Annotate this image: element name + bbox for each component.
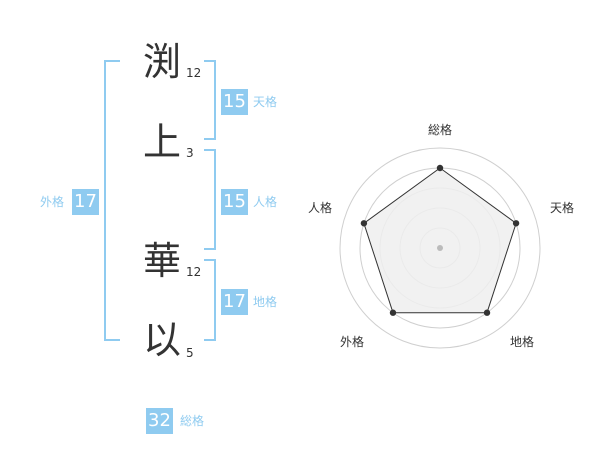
radar-label-soukaku: 総格 bbox=[428, 122, 452, 137]
radar-polygon bbox=[363, 167, 517, 314]
tenkaku-badge: 15 bbox=[221, 89, 248, 115]
radar-label-jinkaku: 人格 bbox=[308, 200, 332, 215]
tenkaku-label: 天格 bbox=[253, 95, 278, 109]
soukaku-badge: 32 bbox=[146, 408, 173, 434]
chikaku-bracket bbox=[204, 259, 216, 341]
gaikaku-bracket bbox=[104, 60, 120, 341]
radar-points bbox=[360, 164, 520, 316]
radar-label-chikaku: 地格 bbox=[510, 334, 534, 349]
name-char-3: 華 bbox=[142, 239, 181, 283]
chikaku-label: 地格 bbox=[253, 295, 278, 309]
gaikaku-badge: 17 bbox=[72, 189, 99, 215]
radar-point-2 bbox=[483, 309, 491, 316]
jinkaku-bracket bbox=[204, 149, 216, 250]
radar-ring bbox=[339, 147, 541, 349]
radar-label-tenkaku: 天格 bbox=[550, 200, 574, 215]
radar-chart: 総格 天格 地格 外格 人格 bbox=[308, 122, 574, 349]
soukaku-label: 総格 bbox=[180, 414, 205, 428]
name-char-1: 渕 bbox=[142, 40, 181, 84]
stroke-count-4: 5 bbox=[186, 346, 194, 360]
radar-point-1 bbox=[512, 220, 520, 227]
radar-point-0 bbox=[436, 164, 444, 172]
radar-point-4 bbox=[360, 220, 368, 227]
radar-label-gaikaku: 外格 bbox=[340, 334, 364, 349]
chikaku-badge: 17 bbox=[221, 289, 248, 315]
jinkaku-badge: 15 bbox=[221, 189, 248, 215]
radar-point-3 bbox=[389, 309, 397, 316]
tenkaku-bracket bbox=[204, 60, 216, 140]
name-char-2: 上 bbox=[142, 120, 181, 164]
gaikaku-label: 外格 bbox=[40, 195, 65, 209]
jinkaku-label: 人格 bbox=[253, 195, 278, 209]
stroke-count-3: 12 bbox=[186, 265, 202, 279]
name-char-4: 以 bbox=[142, 318, 181, 362]
radar-center-dot bbox=[437, 245, 443, 251]
stroke-count-1: 12 bbox=[186, 66, 202, 80]
stroke-count-2: 3 bbox=[186, 146, 194, 160]
